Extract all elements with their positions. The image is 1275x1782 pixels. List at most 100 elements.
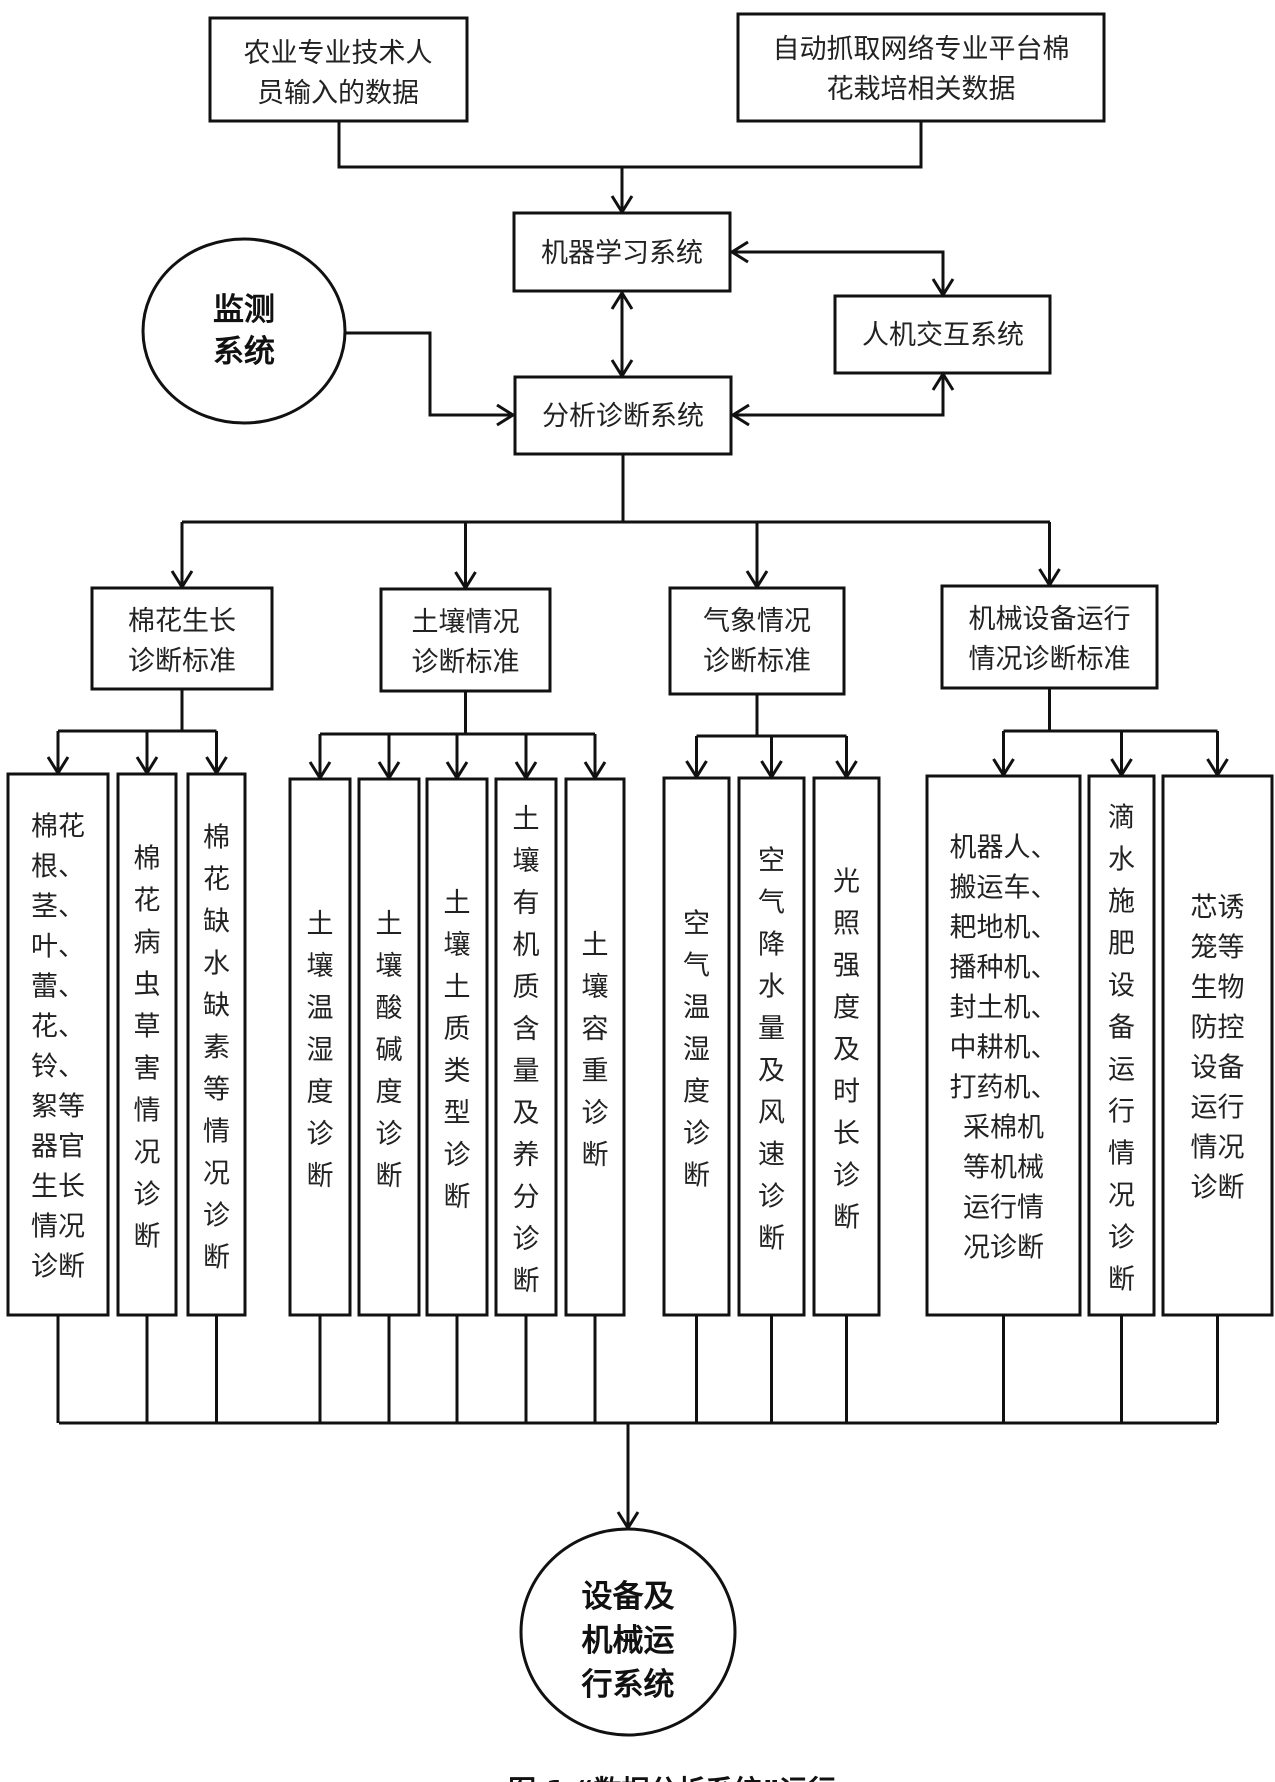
leaf-text-machinery-1: 播种机、 <box>950 953 1058 984</box>
ml-analysis-arrow-up-icon <box>610 290 634 310</box>
leaf-text-cotton-growth-2: 虫 <box>134 969 161 1000</box>
leaf-text-soil-4: 及 <box>513 1098 540 1129</box>
leaf-text-soil-1: 温 <box>307 993 334 1024</box>
leaf-text-soil-4: 质 <box>513 972 540 1003</box>
output-label-line2: 机械运 <box>582 1623 675 1659</box>
source-web-crawl-line1: 自动抓取网络专业平台棉 <box>773 34 1070 65</box>
category-cotton-growth-label-line2: 诊断标准 <box>128 646 236 677</box>
leaf-text-machinery-2: 运 <box>1108 1054 1135 1085</box>
leaf-text-cotton-growth-2: 诊 <box>134 1179 161 1210</box>
leaf-text-cotton-growth-2: 草 <box>134 1011 161 1042</box>
machine-learning-box <box>512 211 732 293</box>
leaf-text-soil-1: 断 <box>307 1161 334 1192</box>
leaf-text-machinery-1: 等机械 <box>963 1153 1044 1184</box>
leaf-text-cotton-growth-3: 等 <box>203 1074 230 1105</box>
leaf-text-soil-2: 壤 <box>376 951 403 982</box>
leaf-text-soil-5: 诊 <box>582 1098 609 1129</box>
leaf-text-weather-3: 诊 <box>833 1160 860 1191</box>
leaf-text-machinery-2: 行 <box>1108 1096 1135 1127</box>
leaf-text-machinery-1: 搬运车、 <box>950 873 1058 904</box>
leaf-text-weather-2: 量 <box>758 1013 785 1044</box>
leaf-text-weather-3: 及 <box>833 1034 860 1065</box>
leaf-text-weather-3: 时 <box>833 1076 860 1107</box>
leaf-text-machinery-2: 水 <box>1108 844 1135 875</box>
source-expert-input-line2: 员输入的数据 <box>257 78 419 109</box>
leaf-text-weather-1: 空 <box>683 908 710 939</box>
source-web-crawl-line2: 花栽培相关数据 <box>827 74 1016 105</box>
leaf-text-soil-3: 质 <box>444 1014 471 1045</box>
leaf-text-weather-2: 速 <box>758 1139 785 1170</box>
leaf-text-cotton-growth-3: 缺 <box>203 990 230 1021</box>
figure-caption: 图 1 “数据分析系统”运行 <box>508 1774 836 1782</box>
leaf-text-cotton-growth-1: 情况 <box>31 1212 85 1243</box>
leaf-text-soil-3: 型 <box>444 1098 471 1129</box>
leaf-text-cotton-growth-2: 棉 <box>134 843 161 874</box>
source-web-crawl-box <box>736 12 1106 123</box>
machine-learning-node: 机器学习系统 <box>512 211 732 293</box>
leaf-text-soil-1: 度 <box>307 1077 334 1108</box>
leaf-box-soil-1 <box>288 777 352 1317</box>
category-weather-label-line1: 气象情况 <box>703 606 811 637</box>
leaf-text-soil-5: 容 <box>582 1014 609 1045</box>
leaf-text-soil-4: 含 <box>513 1014 540 1045</box>
categories-group: 棉花生长诊断标准棉花根、茎、叶、蕾、花、铃、絮等器官生长情况诊断棉花病虫草害情况… <box>6 522 1274 1423</box>
leaf-text-weather-2: 及 <box>758 1055 785 1086</box>
leaf-text-soil-5: 壤 <box>582 972 609 1003</box>
leaf-text-soil-3: 诊 <box>444 1140 471 1171</box>
leaf-text-cotton-growth-3: 花 <box>203 864 230 895</box>
leaf-text-weather-3: 强 <box>833 950 860 981</box>
source-expert-input-line1: 农业专业技术人 <box>244 38 433 69</box>
leaf-text-machinery-2: 设 <box>1108 970 1135 1001</box>
leaf-text-soil-3: 壤 <box>444 930 471 961</box>
leaf-text-machinery-2: 诊 <box>1108 1222 1135 1253</box>
category-cotton-growth-label-line1: 棉花生长 <box>128 606 236 637</box>
output-label-line1: 设备及 <box>582 1579 675 1615</box>
source-expert-input-box <box>208 16 469 123</box>
leaf-text-soil-1: 土 <box>307 909 334 940</box>
leaf-text-cotton-growth-2: 断 <box>134 1221 161 1252</box>
leaf-text-cotton-growth-3: 断 <box>203 1242 230 1273</box>
monitoring-analysis-arrow-icon <box>496 403 516 427</box>
output-label-line3: 行系统 <box>581 1667 675 1703</box>
leaf-text-cotton-growth-1: 铃、 <box>31 1052 85 1083</box>
hmi-label: 人机交互系统 <box>862 320 1024 351</box>
category-soil-label-line2: 诊断标准 <box>412 647 520 678</box>
leaf-text-soil-4: 壤 <box>513 846 540 877</box>
leaf-text-machinery-3: 生物 <box>1191 973 1245 1004</box>
leaf-text-soil-3: 类 <box>444 1056 471 1087</box>
leaf-text-weather-2: 风 <box>758 1097 785 1128</box>
leaf-box-cotton-growth-2 <box>116 772 178 1317</box>
machine-learning-label: 机器学习系统 <box>541 238 703 269</box>
leaf-text-cotton-growth-3: 棉 <box>203 822 230 853</box>
hmi-node: 人机交互系统 <box>833 294 1052 375</box>
leaf-text-soil-2: 碱 <box>376 1035 403 1066</box>
leaf-text-weather-3: 长 <box>833 1118 860 1149</box>
monitoring-label-line2: 系统 <box>213 334 275 370</box>
leaf-text-machinery-3: 诊断 <box>1191 1173 1245 1204</box>
source-expert-input: 农业专业技术人 员输入的数据 <box>208 16 469 123</box>
leaf-text-cotton-growth-1: 茎、 <box>31 892 85 923</box>
leaf-text-cotton-growth-3: 况 <box>203 1158 230 1189</box>
leaf-text-weather-2: 诊 <box>758 1181 785 1212</box>
category-cotton-growth-box <box>90 586 274 691</box>
leaf-box-machinery-3 <box>1161 774 1274 1317</box>
leaf-text-soil-2: 土 <box>376 909 403 940</box>
category-soil-label-line1: 土壤情况 <box>412 607 520 638</box>
ml-analysis-arrow-down-icon <box>610 359 634 379</box>
leaf-box-weather-1 <box>662 776 731 1317</box>
leaf-text-cotton-growth-3: 素 <box>203 1032 230 1063</box>
leaf-text-machinery-2: 况 <box>1108 1180 1135 1211</box>
leaf-text-machinery-2: 滴 <box>1108 802 1135 833</box>
leaf-text-soil-2: 断 <box>376 1161 403 1192</box>
leaf-text-soil-1: 湿 <box>307 1035 334 1066</box>
leaf-text-soil-4: 量 <box>513 1056 540 1087</box>
leaf-text-machinery-2: 备 <box>1108 1012 1135 1043</box>
leaf-text-cotton-growth-2: 病 <box>134 927 161 958</box>
leaf-text-cotton-growth-1: 花、 <box>31 1012 85 1043</box>
leaf-text-soil-1: 壤 <box>307 951 334 982</box>
leaf-text-machinery-3: 运行 <box>1191 1093 1245 1124</box>
category-machinery-label-line2: 情况诊断标准 <box>969 644 1131 675</box>
leaf-text-cotton-growth-1: 棉花 <box>31 812 85 843</box>
leaf-text-machinery-2: 断 <box>1108 1264 1135 1295</box>
